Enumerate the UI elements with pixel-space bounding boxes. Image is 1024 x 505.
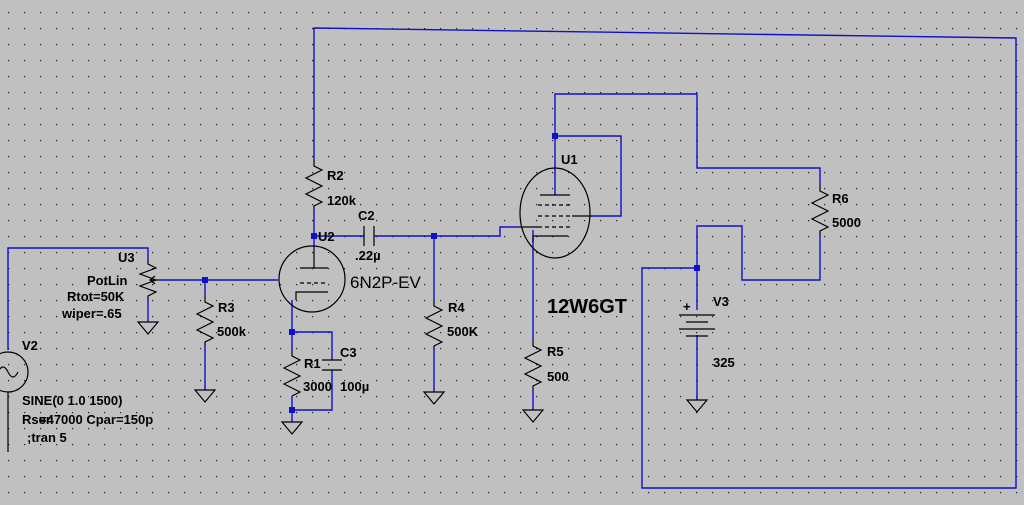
ground-r3 [193, 389, 217, 403]
r2-value: 120k [327, 193, 357, 208]
tran-directive: ;tran 5 [27, 430, 67, 445]
junctions [202, 133, 700, 413]
voltage-source-v2[interactable] [0, 351, 29, 452]
ground-r1 [280, 421, 304, 435]
capacitor-c2[interactable] [363, 226, 375, 246]
u3-type: PotLin [87, 273, 127, 288]
battery-v3[interactable] [679, 314, 715, 337]
pentode-u1[interactable] [519, 167, 592, 259]
u2-model: 6N2P-EV [350, 273, 422, 292]
ground-u3 [136, 321, 160, 335]
capacitor-c3[interactable] [322, 359, 342, 371]
resistor-r2[interactable] [304, 160, 324, 210]
u1-name: U1 [561, 152, 578, 167]
r3-value: 500k [217, 324, 247, 339]
r1-name: R1 [304, 356, 321, 371]
u1-model: 12W6GT [547, 296, 627, 318]
resistor-r4[interactable] [424, 300, 444, 350]
u3-name: U3 [118, 250, 135, 265]
v2-value: SINE(0 1.0 1500) [22, 393, 122, 408]
r3-name: R3 [218, 300, 235, 315]
u2-name: U2 [318, 229, 335, 244]
resistor-r6[interactable] [810, 185, 830, 235]
resistor-r3[interactable] [195, 296, 215, 346]
ground-r4 [422, 391, 446, 405]
r5-value: 500 [547, 369, 569, 384]
c3-name: C3 [340, 345, 357, 360]
r2-name: R2 [327, 168, 344, 183]
v2-extra: =47000 Cpar=150p [39, 412, 153, 427]
r5-name: R5 [547, 344, 564, 359]
v2-name: V2 [22, 338, 38, 353]
c2-name: C2 [358, 208, 375, 223]
grid-dots [8, 12, 1018, 494]
ground-v3 [685, 399, 709, 413]
r6-value: 5000 [832, 215, 861, 230]
c3-value: 100µ [340, 379, 369, 394]
ground-r5 [521, 409, 545, 423]
c2-value: .22µ [355, 248, 381, 263]
resistor-r5[interactable] [523, 340, 543, 390]
r1-value: 3000 [303, 379, 332, 394]
r6-name: R6 [832, 191, 849, 206]
v2-rser: Rser [22, 412, 51, 427]
potentiometer-u3[interactable] [138, 260, 160, 300]
resistor-r1[interactable] [282, 350, 302, 397]
r4-name: R4 [448, 300, 465, 315]
triode-u2[interactable] [278, 245, 346, 313]
v3-value: 325 [713, 355, 735, 370]
u3-rtot: Rtot=50K [67, 289, 125, 304]
v3-polarity: + [683, 299, 691, 314]
u3-wiper: wiper=.65 [61, 306, 122, 321]
wires [7, 27, 1017, 489]
r4-value: 500K [447, 324, 479, 339]
v3-name: V3 [713, 294, 729, 309]
